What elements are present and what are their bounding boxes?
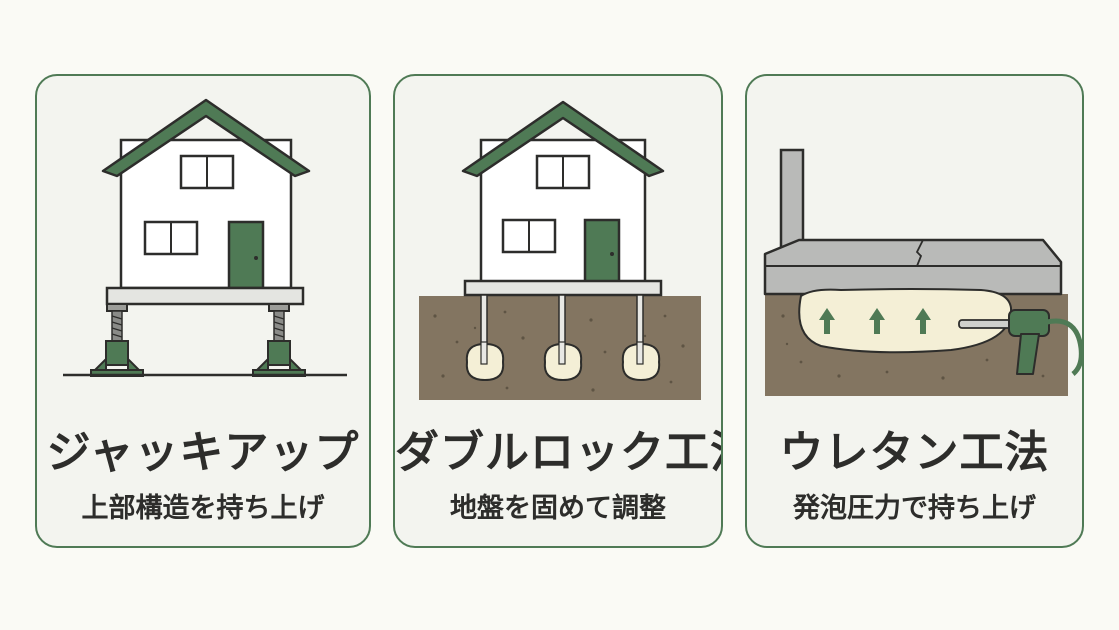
panel-subtitle: 地盤を固めて調整 xyxy=(450,493,666,524)
panel-title: ダブルロック工法 xyxy=(395,427,723,478)
panel-jack-up: ジャッキアップ 上部構造を持ち上げ xyxy=(35,74,371,548)
slab-foam-injection-icon xyxy=(763,148,1082,396)
panel-title: ジャッキアップ xyxy=(46,427,360,478)
panel-double-lock: ダブルロック工法 地盤を固めて調整 xyxy=(393,74,723,548)
panel-subtitle: 発泡圧力で持ち上げ xyxy=(793,493,1036,524)
panel-title: ウレタン工法 xyxy=(779,427,1050,478)
house-on-grout-piles-icon xyxy=(419,100,701,400)
panel-subtitle: 上部構造を持ち上げ xyxy=(81,493,325,524)
panel-urethane: ウレタン工法 発泡圧力で持ち上げ xyxy=(745,74,1084,548)
house-on-jacks-icon xyxy=(63,98,347,377)
